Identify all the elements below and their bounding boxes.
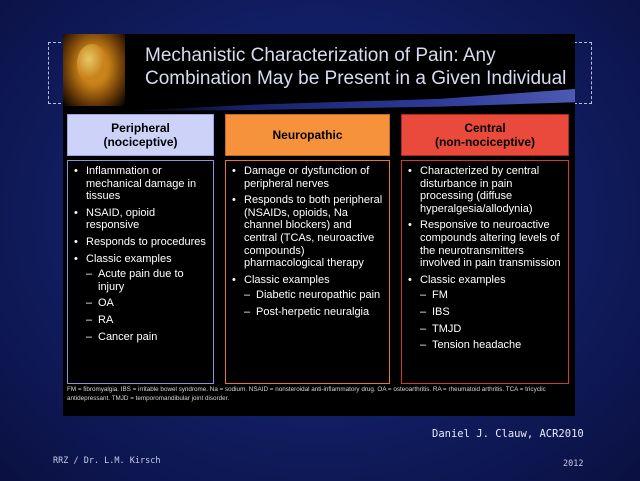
list-item: Responds to procedures bbox=[74, 236, 210, 249]
example-item: FM bbox=[420, 289, 565, 302]
peripheral-body: Inflammation or mechanical damage in tis… bbox=[67, 160, 214, 384]
list-item-label: Classic examples bbox=[420, 273, 506, 286]
neuropathic-heading: Neuropathic bbox=[272, 128, 343, 142]
neuropathic-header: Neuropathic bbox=[225, 114, 390, 156]
example-item: Tension headache bbox=[420, 339, 565, 352]
list-item: Inflammation or mechanical damage in tis… bbox=[74, 165, 210, 203]
example-item: Diabetic neuropathic pain bbox=[244, 289, 386, 302]
abbreviations-footnote: FM = fibromyalgia. IBS = irritable bowel… bbox=[67, 386, 546, 402]
central-heading-line2: (non-nociceptive) bbox=[434, 135, 535, 149]
example-item: Cancer pain bbox=[86, 331, 210, 344]
example-item: Acute pain due to injury bbox=[86, 268, 210, 293]
peripheral-heading-line2: (nociceptive) bbox=[103, 135, 178, 149]
slide-content: Mechanistic Characterization of Pain: An… bbox=[63, 34, 575, 416]
list-item: Classic examples Acute pain due to injur… bbox=[74, 253, 210, 344]
list-item: Responds to both peripheral (NSAIDs, opi… bbox=[232, 194, 386, 270]
list-item: Classic examples Diabetic neuropathic pa… bbox=[232, 274, 386, 319]
central-heading-line1: Central bbox=[464, 121, 506, 135]
list-item-label: Classic examples bbox=[244, 273, 330, 286]
year-footer: 2012 bbox=[563, 459, 584, 469]
example-item: TMJD bbox=[420, 323, 565, 336]
neuropathic-body: Damage or dysfunction of peripheral nerv… bbox=[225, 160, 390, 384]
example-item: IBS bbox=[420, 306, 565, 319]
list-item: Responsive to neuroactive compounds alte… bbox=[408, 219, 565, 269]
author-footer: RRZ / Dr. L.M. Kirsch bbox=[53, 456, 161, 466]
list-item: NSAID, opioid responsive bbox=[74, 207, 210, 232]
list-item: Characterized by central disturbance in … bbox=[408, 165, 565, 215]
glowing-head-icon bbox=[63, 34, 125, 106]
list-item: Damage or dysfunction of peripheral nerv… bbox=[232, 165, 386, 190]
list-item-label: Classic examples bbox=[86, 252, 172, 265]
decorative-swoosh bbox=[125, 89, 575, 111]
list-item: Classic examples FM IBS TMJD Tension hea… bbox=[408, 274, 565, 352]
central-body: Characterized by central disturbance in … bbox=[401, 160, 569, 384]
central-header: Central (non-nociceptive) bbox=[401, 114, 569, 156]
example-item: RA bbox=[86, 314, 210, 327]
peripheral-header: Peripheral (nociceptive) bbox=[67, 114, 214, 156]
example-item: OA bbox=[86, 297, 210, 310]
peripheral-heading-line1: Peripheral bbox=[111, 121, 170, 135]
example-item: Post-herpetic neuralgia bbox=[244, 306, 386, 319]
slide-title: Mechanistic Characterization of Pain: An… bbox=[145, 45, 567, 89]
source-credit: Daniel J. Clauw, ACR2010 bbox=[432, 428, 584, 440]
